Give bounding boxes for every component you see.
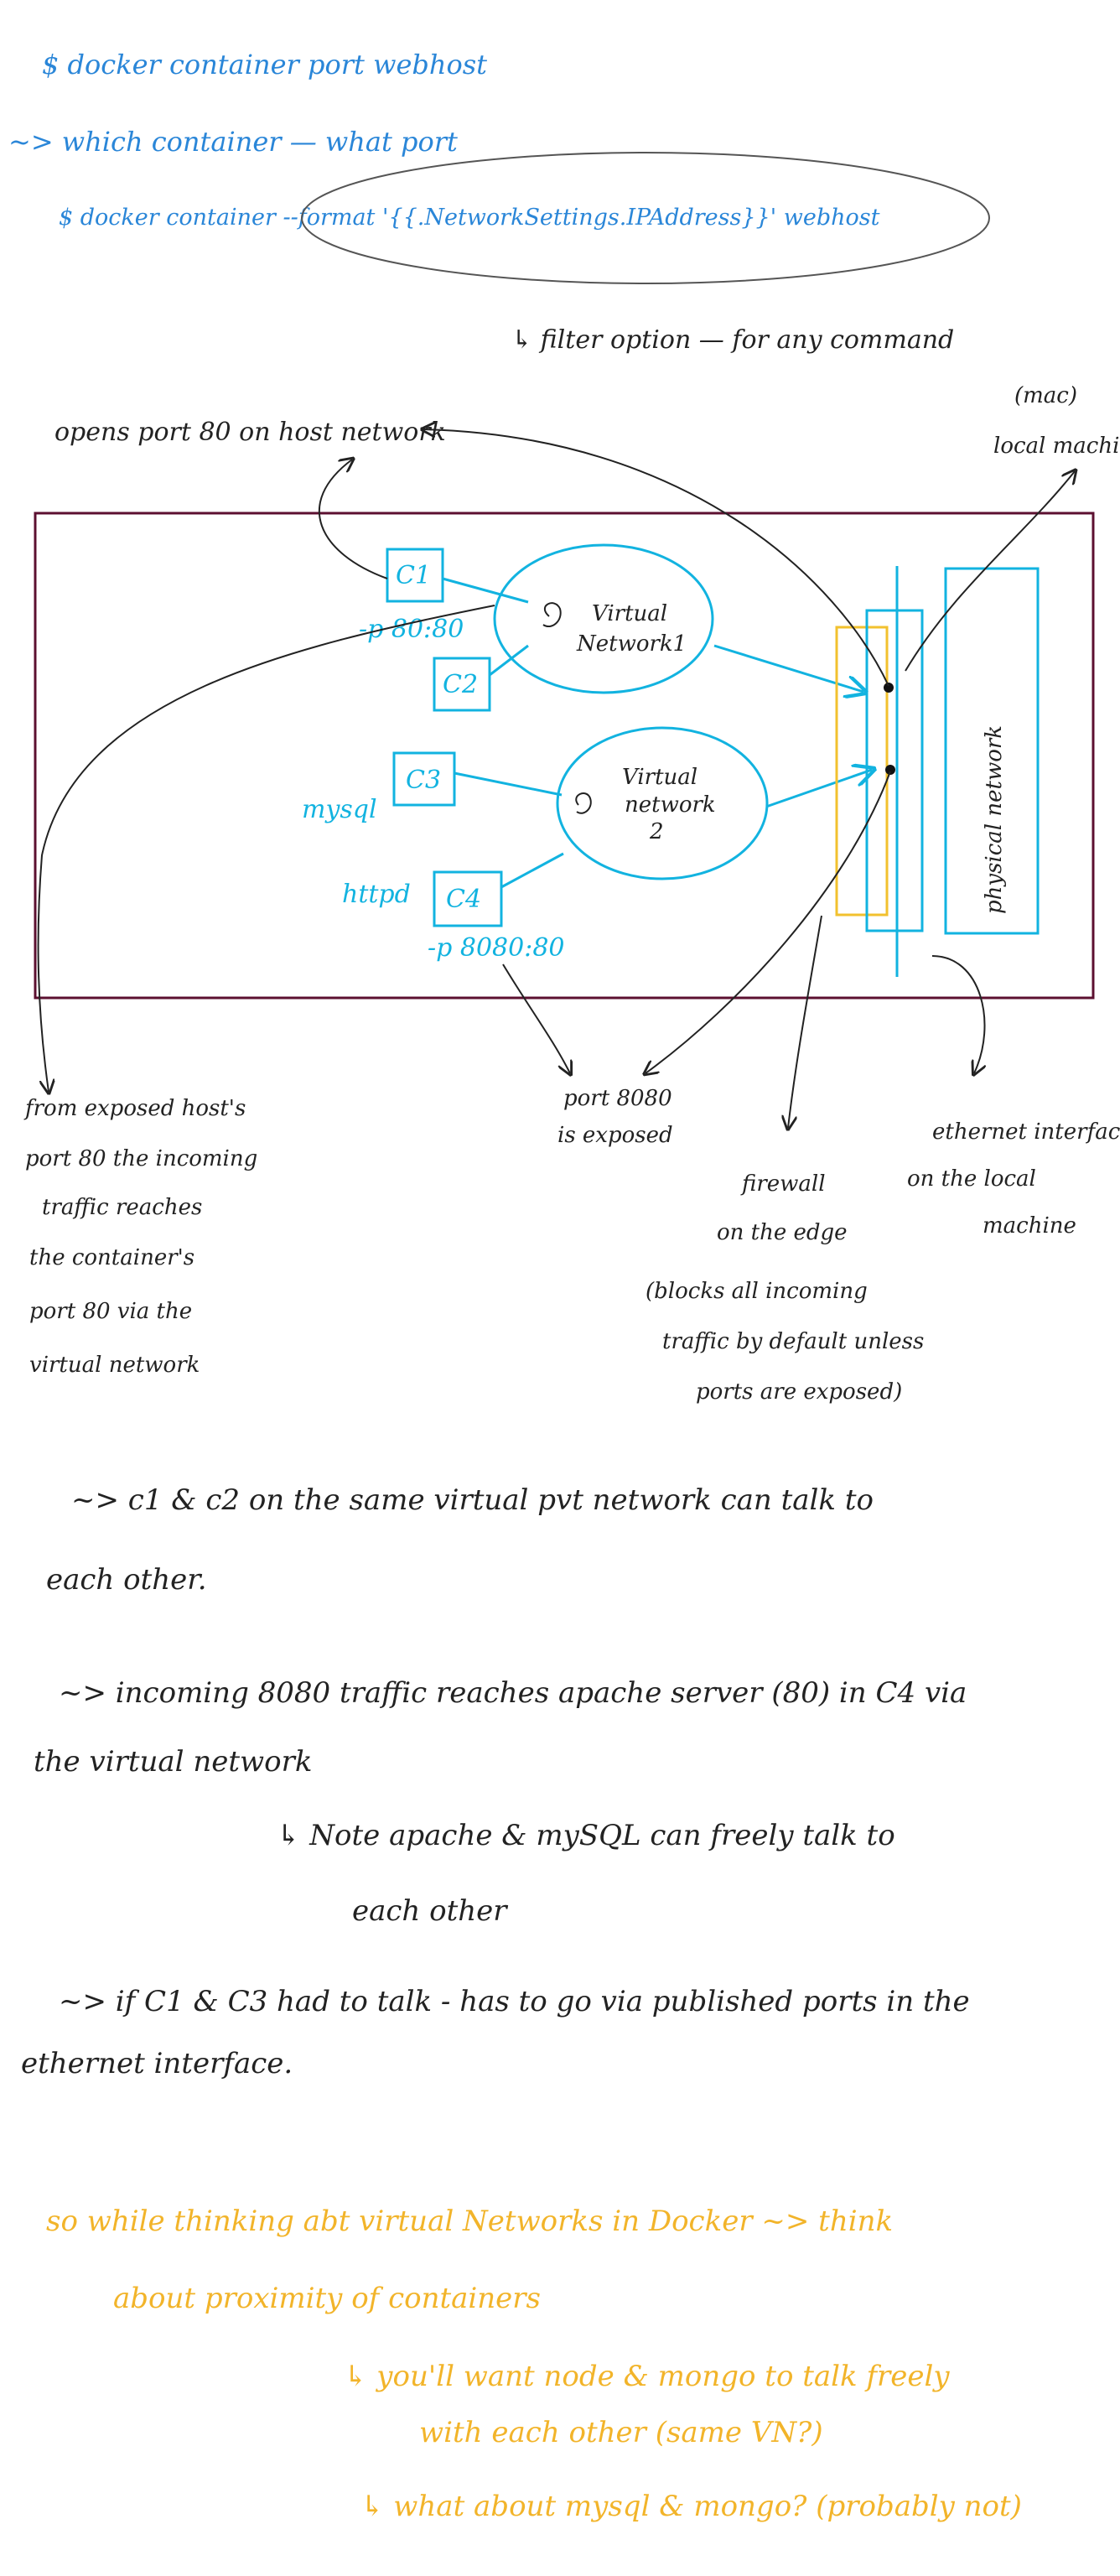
firewall-note-line3: ports are exposed): [696, 1379, 902, 1405]
note1-line2: each other.: [46, 1563, 207, 1597]
gold-note-line4: with each other (same VN?): [419, 2416, 823, 2449]
gold-note-line1: so while thinking abt virtual Networks i…: [46, 2205, 893, 2238]
virtual-network-1: [493, 543, 714, 694]
c2-to-vnet1-link: [489, 644, 529, 677]
note1-line1: ~> c1 & c2 on the same virtual pvt netwo…: [71, 1483, 874, 1517]
port-c4-label: -p 8080:80: [428, 933, 565, 963]
mysql-label: mysql: [302, 795, 377, 824]
left-annotation-line2: port 80 the incoming: [25, 1146, 257, 1171]
left-annotation-line3: traffic reaches: [42, 1195, 202, 1220]
gold-note-line2: about proximity of containers: [113, 2282, 541, 2315]
vnet1-label-line2: Network1: [576, 631, 687, 657]
ethernet-annotation-line3: machine: [983, 1213, 1076, 1239]
port-c1-label: -p 80:80: [359, 615, 464, 644]
container-c4-label: C4: [446, 885, 481, 914]
ethernet-annotation-line2: on the local: [907, 1166, 1036, 1192]
vnet2-label-line1: Virtual: [622, 765, 697, 790]
vnet2-label-line2: network: [625, 792, 716, 818]
ethernet-annotation-line1: ethernet interface: [932, 1119, 1120, 1145]
format-option-ellipse: [301, 152, 990, 284]
firewall-arrow: [788, 915, 822, 1128]
host-machine-box: [34, 512, 1095, 1000]
top-note-which-container: ~> which container — what port: [8, 126, 458, 158]
vnet1-to-interface-arrow: [713, 644, 863, 692]
local-machine-label: local machine: [993, 434, 1120, 459]
c1-to-vnet1-link: [442, 577, 529, 604]
httpd-label: httpd: [342, 880, 411, 909]
top-note-docker-port: $ docker container port webhost: [42, 49, 487, 80]
virtual-network-2: [556, 726, 769, 880]
left-annotation-line5: port 80 via the: [29, 1299, 192, 1324]
vnet2-to-interface-arrow: [765, 770, 872, 808]
interface-port-dot-1: [884, 683, 894, 693]
vnet1-label-line1: Virtual: [592, 601, 667, 626]
interface-port-dot-2: [885, 765, 895, 775]
container-c2: [433, 657, 491, 712]
left-annotation-arrow: [37, 605, 495, 1092]
top-note-format-command: $ docker container --format '{{.NetworkS…: [59, 205, 880, 231]
container-c1: [386, 548, 444, 603]
note4-line2: ethernet interface.: [21, 2047, 293, 2080]
top-note-filter-option: ↳ filter option — for any command: [511, 325, 954, 355]
physical-network-box: [944, 567, 1040, 935]
left-annotation-line1: from exposed host's: [23, 1096, 246, 1121]
container-c4: [433, 870, 503, 927]
physical-network-label: physical network: [982, 725, 1007, 914]
gold-note-line5: ↳ what about mysql & mongo? (probably no…: [360, 2490, 1022, 2523]
gold-note-line3: ↳ you'll want node & mongo to talk freel…: [344, 2360, 950, 2393]
vnet1-loop: [542, 602, 562, 627]
vnet2-label-line3: 2: [649, 819, 664, 844]
port8080-annotation-line2: is exposed: [557, 1123, 673, 1148]
opens-port-label: opens port 80 on host network: [54, 418, 446, 447]
ethernet-arrow: [931, 955, 985, 1073]
note3-line2: each other: [352, 1894, 508, 1928]
port8080-arrow-from-c4: [502, 963, 570, 1073]
c1-to-host-port-arrow: [318, 460, 388, 579]
firewall-box: [835, 626, 889, 917]
c3-to-vnet2-link: [454, 771, 563, 797]
port8080-arrow-from-interface: [646, 771, 891, 1073]
opens-port-arrow: [423, 429, 889, 687]
port8080-annotation-line1: port 8080: [563, 1086, 672, 1111]
mac-label: (mac): [1014, 383, 1077, 408]
left-annotation-line4: the container's: [29, 1245, 194, 1270]
container-c3: [392, 751, 456, 807]
container-c1-label: C1: [396, 561, 431, 590]
left-annotation-line6: virtual network: [29, 1353, 200, 1378]
ethernet-interface-box: [865, 609, 924, 932]
firewall-annotation-line1: firewall: [740, 1171, 826, 1197]
firewall-note-line2: traffic by default unless: [662, 1329, 924, 1354]
container-c2-label: C2: [443, 670, 478, 699]
note2-line2: the virtual network: [34, 1745, 312, 1779]
vnet2-loop: [575, 792, 592, 814]
container-c3-label: C3: [406, 766, 441, 795]
local-machine-arrow: [905, 471, 1075, 672]
note3-line1: ↳ Note apache & mySQL can freely talk to: [277, 1819, 895, 1852]
note4-line1: ~> if C1 & C3 had to talk - has to go vi…: [59, 1985, 970, 2018]
firewall-annotation-line2: on the edge: [717, 1220, 848, 1245]
c4-to-vnet2-link: [500, 852, 564, 889]
firewall-note-line1: (blocks all incoming: [646, 1279, 868, 1304]
note2-line1: ~> incoming 8080 traffic reaches apache …: [59, 1676, 967, 1710]
